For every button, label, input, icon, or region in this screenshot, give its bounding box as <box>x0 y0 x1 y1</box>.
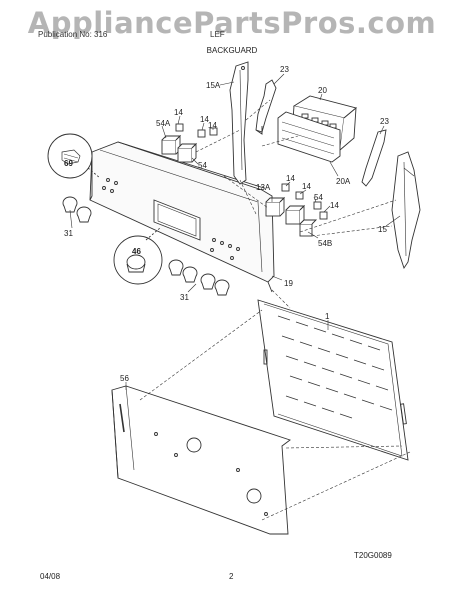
callout-14-e: 14 <box>302 182 311 191</box>
watermark: AppliancePartsPros.com <box>27 6 437 40</box>
callout-13a: 13A <box>256 183 271 192</box>
callout-14-c: 14 <box>208 121 217 130</box>
callout-14-d: 14 <box>286 174 295 183</box>
callout-31-left: 31 <box>64 229 73 238</box>
bracket-23-upper <box>255 79 277 135</box>
footer-date: 04/08 <box>40 572 61 581</box>
callout-23-lower: 23 <box>380 117 389 126</box>
switch-group-upper <box>161 123 218 163</box>
callout-14-f: 14 <box>330 201 339 210</box>
lower-panel-56 <box>111 385 291 535</box>
knob-detail-46 <box>113 227 163 285</box>
overlay-20a <box>277 111 341 163</box>
switch-group-lower <box>265 183 328 237</box>
callout-20a: 20A <box>336 177 351 186</box>
callout-56: 56 <box>120 374 129 383</box>
assembly-lines <box>139 99 411 521</box>
side-trim-15 <box>391 151 421 270</box>
model-number: LEF <box>210 30 225 39</box>
callout-31-right: 31 <box>180 293 189 302</box>
callout-14-a: 14 <box>174 108 183 117</box>
knobs-31-right <box>168 259 230 296</box>
callout-54a: 54A <box>156 119 171 128</box>
publication-number: Publication No: 316 <box>38 30 108 39</box>
callout-15a: 15A <box>206 81 221 90</box>
callout-69: 69 <box>64 159 73 168</box>
console-panel <box>89 141 275 293</box>
knobs-31-left <box>62 196 92 223</box>
callout-14-b: 14 <box>200 115 209 124</box>
callout-54: 54 <box>198 161 207 170</box>
section-title: BACKGUARD <box>206 46 258 55</box>
footer-page-number: 2 <box>229 572 234 581</box>
screw-detail-69 <box>47 133 101 179</box>
callout-20: 20 <box>318 86 327 95</box>
callout-15: 15 <box>378 225 387 234</box>
callout-1: 1 <box>325 312 330 321</box>
bracket-23-lower <box>361 129 387 187</box>
side-trim-15a <box>229 61 249 185</box>
callout-54-lower: 54 <box>314 193 323 202</box>
callout-23-upper: 23 <box>280 65 289 74</box>
callout-19: 19 <box>284 279 293 288</box>
back-panel-1 <box>257 299 409 461</box>
diagram-code: T20G0089 <box>354 551 392 560</box>
callout-46: 46 <box>132 247 141 256</box>
callout-54b: 54B <box>318 239 332 248</box>
leader-lines <box>69 73 401 390</box>
callout-labels: 15A 23 20 14 14 14 54A 54 20A 23 69 13A … <box>64 65 389 383</box>
